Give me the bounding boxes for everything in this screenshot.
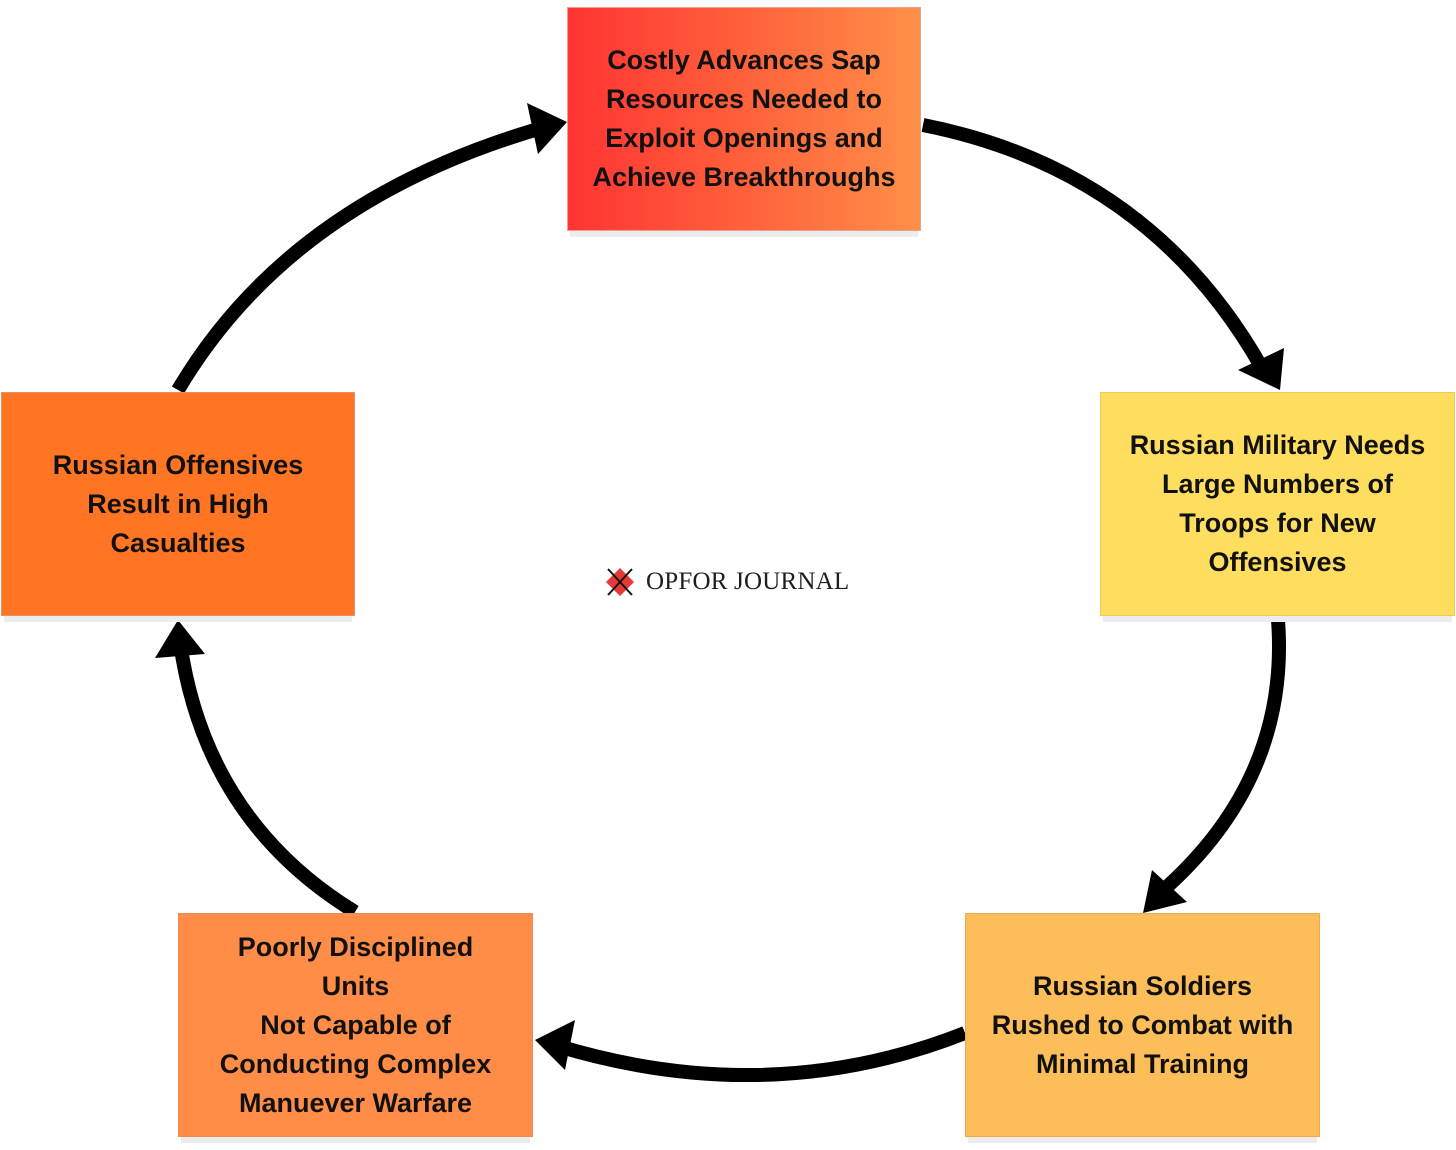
node-costly-advances-label: Costly Advances Sap Resources Needed to … xyxy=(592,45,896,192)
arrowhead-needs xyxy=(1238,348,1284,390)
node-costly-advances: Costly Advances Sap Resources Needed to … xyxy=(567,7,921,231)
node-troop-needs-label: Russian Military Needs Large Numbers of … xyxy=(1129,430,1426,577)
arrowhead-casualties xyxy=(155,620,205,658)
node-troop-needs: Russian Military Needs Large Numbers of … xyxy=(1100,392,1455,616)
node-poor-discipline: Poorly Disciplined Units Not Capable of … xyxy=(178,913,533,1137)
node-poor-discipline-label: Poorly Disciplined Units Not Capable of … xyxy=(219,931,492,1118)
arrow-needs-to-rushed xyxy=(1155,619,1286,899)
arrow-rushed-to-poorly xyxy=(555,1026,968,1082)
node-rushed-soldiers-label: Russian Soldiers Rushed to Combat with M… xyxy=(991,970,1294,1079)
arrowhead-rushed xyxy=(1143,870,1187,913)
opfor-journal-logo: OPFOR JOURNAL xyxy=(604,566,849,598)
arrow-casualties-to-costly xyxy=(171,120,547,394)
arrowhead-costly xyxy=(527,103,567,154)
node-high-casualties: Russian Offensives Result in High Casual… xyxy=(1,392,355,616)
arrow-costly-to-needs xyxy=(921,118,1269,372)
arrowhead-poorly xyxy=(535,1020,575,1070)
node-high-casualties-label: Russian Offensives Result in High Casual… xyxy=(52,449,304,558)
arrow-poorly-to-casualties xyxy=(173,641,359,918)
crossed-x-logo-icon xyxy=(606,568,634,596)
node-rushed-soldiers: Russian Soldiers Rushed to Combat with M… xyxy=(965,913,1320,1137)
logo-wordmark: OPFOR JOURNAL xyxy=(646,568,850,595)
